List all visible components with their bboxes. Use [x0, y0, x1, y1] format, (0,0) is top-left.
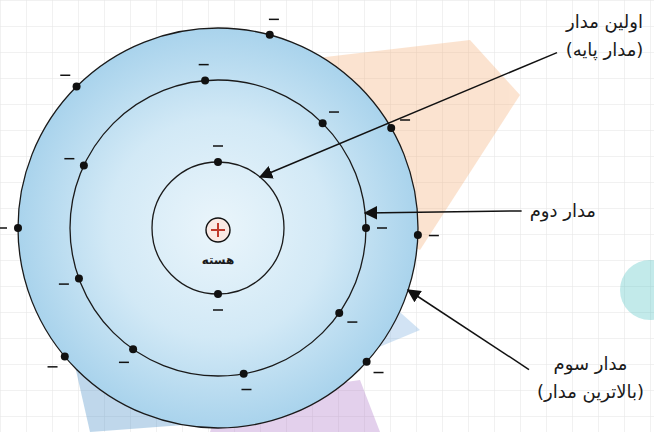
electron-dot [129, 345, 137, 353]
charge-minus [429, 235, 439, 237]
leader-arrow [408, 290, 529, 370]
electron-dot [80, 161, 88, 169]
electron-dot [387, 124, 395, 132]
electron-dot [319, 119, 327, 127]
orbit-callout: مدار سوم (بالاترین مدار) [537, 350, 644, 406]
charge-minus [400, 119, 410, 121]
electron-dot [75, 275, 83, 283]
orbit-callout: اولین مدار (مدار پایه) [565, 8, 644, 64]
charge-minus [377, 227, 387, 229]
charge-minus [347, 321, 357, 323]
charge-minus [241, 389, 251, 391]
orbit-callout: مدار دوم [530, 197, 596, 225]
electron-dot [240, 370, 248, 378]
electron-dot [201, 77, 209, 85]
charge-minus [64, 158, 74, 160]
electron-dot [14, 224, 22, 232]
charge-minus [269, 19, 279, 21]
nucleus: هسته [202, 215, 235, 267]
nucleus-label: هسته [202, 253, 235, 267]
electron-dot [61, 353, 69, 361]
charge-minus [374, 372, 384, 374]
electron-dot [214, 158, 222, 166]
middle-orbit [70, 80, 366, 376]
charge-minus [213, 309, 223, 311]
charge-minus [199, 64, 209, 66]
leader-arrow [260, 53, 557, 177]
electron-dot [362, 224, 370, 232]
inner-orbit [152, 162, 284, 294]
charge-minus [119, 362, 129, 364]
charge-minus [329, 111, 339, 113]
leader-arrow [365, 211, 522, 213]
electron-dot [335, 309, 343, 317]
charge-minus [48, 366, 58, 368]
electron-dot [214, 290, 222, 298]
charge-minus [59, 283, 69, 285]
charge-minus [60, 75, 70, 77]
electron-dot [363, 358, 371, 366]
charge-minus [213, 145, 223, 147]
electron-dot [266, 31, 274, 39]
charge-minus [0, 227, 7, 229]
outer-orbit [18, 28, 418, 428]
nucleus-symbol [203, 215, 233, 245]
electron-dot [414, 231, 422, 239]
electron-dot [73, 83, 81, 91]
electrons [0, 19, 439, 389]
